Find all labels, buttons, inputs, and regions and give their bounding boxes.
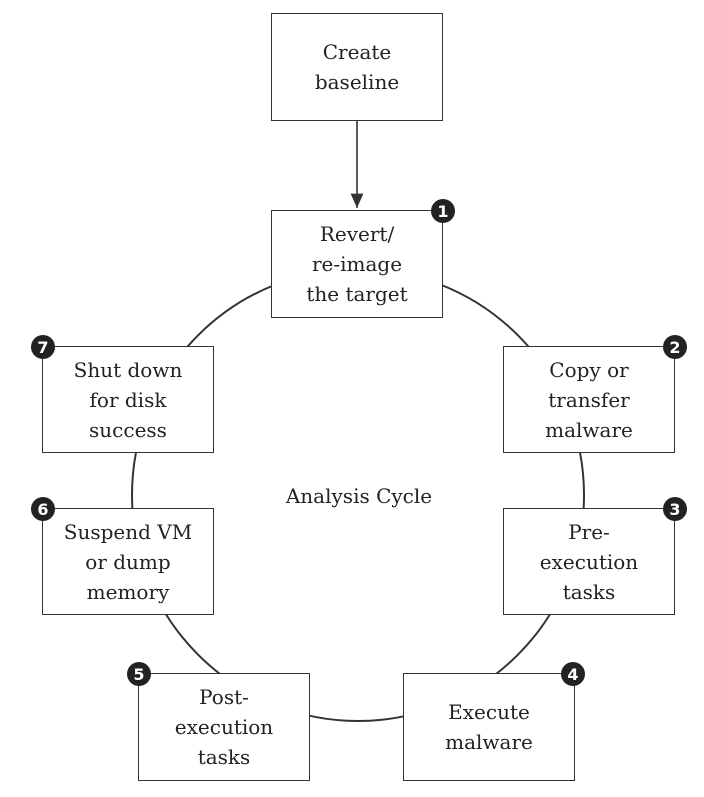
step-5-number-badge: 5 <box>127 662 151 686</box>
step-5-line-2: execution <box>174 715 274 739</box>
step-4-number-badge: 4 <box>561 662 585 686</box>
step-6-number-badge: 6 <box>31 497 55 521</box>
step-5-line-3: tasks <box>197 745 251 769</box>
step-3-line-2: execution <box>539 549 639 574</box>
step-7-line-2: for disk <box>89 387 167 412</box>
step-1-line-2: re-image <box>311 252 403 276</box>
step-1-box: Revert/ re-image the target <box>271 210 443 318</box>
step-5-line-1: Post- <box>199 685 249 709</box>
create-baseline-line-1: Create <box>322 40 392 64</box>
analysis-cycle-label: Analysis Cycle <box>285 484 433 508</box>
step-4-line-2: malware <box>445 730 533 754</box>
create-baseline-line-2: baseline <box>314 70 400 94</box>
step-3-line-3: tasks <box>562 579 616 604</box>
step-6-line-3: memory <box>86 579 170 604</box>
step-4-box: Execute malware <box>403 673 575 781</box>
step-4-line-1: Execute <box>448 700 530 724</box>
step-2-box: Copy or transfer malware <box>503 346 675 453</box>
step-6-line-2: or dump <box>85 549 171 574</box>
step-6-box: Suspend VM or dump memory <box>42 508 214 615</box>
step-7-line-3: success <box>89 417 167 442</box>
step-7-number-badge: 7 <box>31 335 55 359</box>
step-1-line-1: Revert/ <box>319 222 395 246</box>
create-baseline-box: Create baseline <box>271 13 443 121</box>
step-3-number-badge: 3 <box>663 497 687 521</box>
step-2-line-3: malware <box>545 417 633 442</box>
step-1-number-badge: 1 <box>431 199 455 223</box>
step-3-box: Pre- execution tasks <box>503 508 675 615</box>
step-2-line-1: Copy or <box>549 357 629 382</box>
step-7-box: Shut down for disk success <box>42 346 214 453</box>
step-6-line-1: Suspend VM <box>63 519 193 544</box>
step-7-line-1: Shut down <box>73 357 183 382</box>
step-5-box: Post- execution tasks <box>138 673 310 781</box>
step-2-line-2: transfer <box>548 387 630 412</box>
step-3-line-1: Pre- <box>568 519 610 544</box>
step-2-number-badge: 2 <box>663 335 687 359</box>
step-1-line-3: the target <box>306 282 408 306</box>
